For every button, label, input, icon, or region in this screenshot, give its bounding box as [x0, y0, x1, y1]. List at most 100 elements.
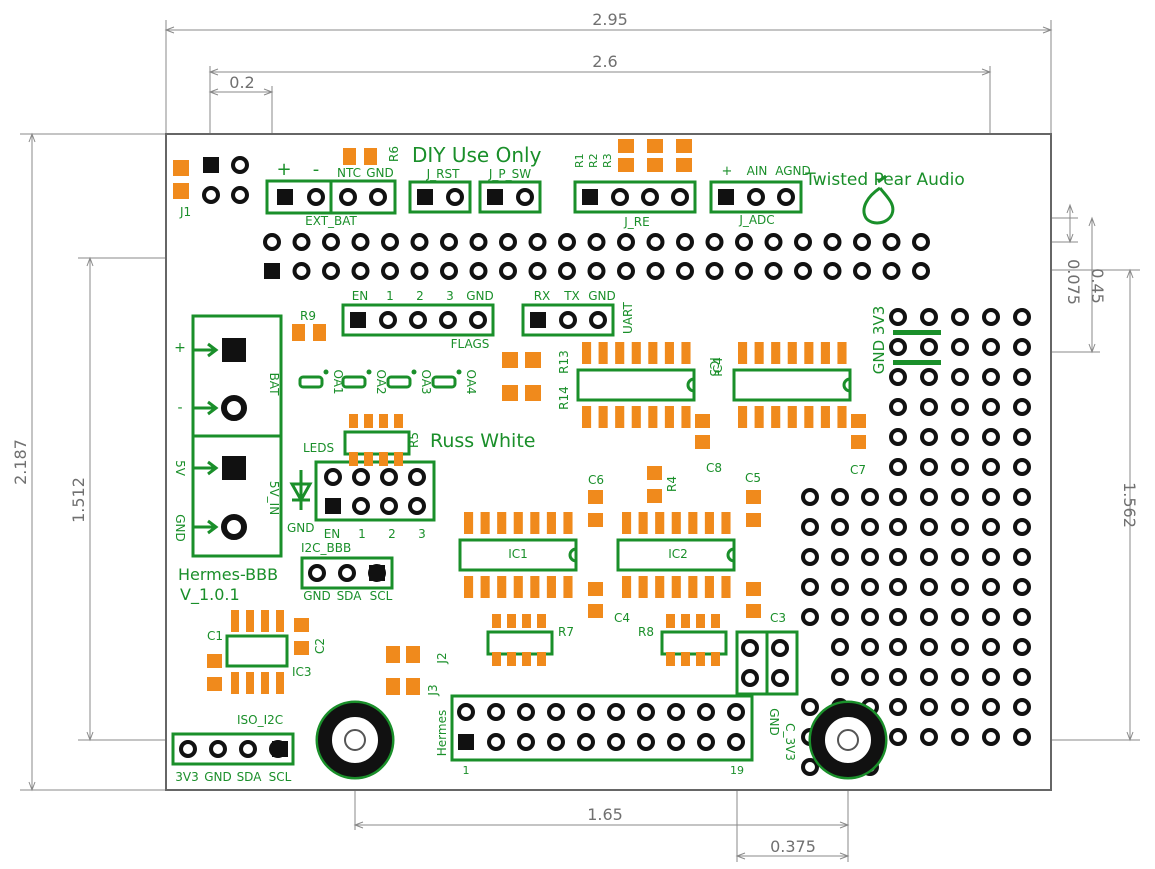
round-pad: [982, 728, 1000, 746]
round-pad: [889, 368, 907, 386]
square-pad: [458, 734, 474, 750]
ic-pin: [622, 512, 632, 534]
dimension-arrow: [839, 821, 850, 829]
round-pad: [667, 703, 685, 721]
round-pad: [982, 488, 1000, 506]
round-pad: [528, 262, 547, 280]
r-pad: [647, 139, 663, 153]
round-pad: [1013, 428, 1031, 446]
ic-pin: [771, 406, 781, 428]
ic-pin: [464, 576, 474, 598]
round-pad: [667, 733, 685, 751]
ic-pin: [820, 406, 830, 428]
leds-pin-label: 2: [388, 527, 396, 541]
round-pad: [951, 308, 969, 326]
opamp-outline: [386, 375, 412, 389]
dimension-arrow: [208, 88, 219, 96]
dimension-arrow: [1066, 203, 1074, 214]
ic-pin: [622, 576, 632, 598]
adc-agnd: AGND: [775, 164, 811, 178]
c3-pad: [746, 582, 761, 596]
j2-j3-pad: [406, 646, 420, 663]
round-pad: [920, 428, 938, 446]
r5-network: [343, 430, 411, 456]
vin-5v: 5V: [173, 460, 187, 477]
ic-pin: [721, 512, 731, 534]
round-pad: [1013, 698, 1031, 716]
ic-pin: [513, 512, 523, 534]
round-pad: [469, 233, 488, 251]
round-pad: [920, 608, 938, 626]
board-heading: DIY Use Only: [412, 143, 542, 167]
round-pad: [727, 733, 745, 751]
r3-label: R3: [601, 153, 614, 168]
round-pad: [231, 156, 249, 174]
round-pad: [831, 548, 849, 566]
round-pad: [861, 668, 879, 686]
round-pad: [853, 262, 871, 280]
terminal-square-pad: [222, 338, 246, 362]
dim-top-offset: 0.45: [1088, 268, 1107, 304]
terminal-arrow-head: [207, 519, 219, 535]
ic-pin: [631, 342, 641, 364]
c8-pad: [695, 414, 710, 428]
round-pad: [777, 188, 795, 206]
gnd-3v3-label: GND 3V3: [870, 306, 888, 375]
round-pad: [801, 608, 819, 626]
c2-label: C2: [313, 638, 327, 654]
round-pad: [889, 548, 907, 566]
hermes-label: Hermes: [435, 710, 449, 756]
round-pad: [920, 368, 938, 386]
rn-pad: [696, 614, 705, 628]
dimension-arrow: [28, 132, 36, 143]
round-pad: [889, 698, 907, 716]
round-pad: [369, 188, 387, 206]
bat-label: BAT: [267, 373, 281, 397]
ic-pin: [738, 406, 748, 428]
ic3-pin: [261, 610, 269, 632]
terminal-arrow-head: [207, 342, 219, 358]
round-pad: [292, 233, 311, 251]
round-pad: [1013, 728, 1031, 746]
round-pad: [982, 608, 1000, 626]
rn-pad: [681, 652, 690, 666]
ic-pin: [738, 342, 748, 364]
round-pad: [516, 188, 534, 206]
c2-pad: [294, 618, 309, 632]
round-pad: [587, 262, 606, 280]
ic-pin: [655, 512, 665, 534]
ic-pin: [787, 342, 797, 364]
dim-overall-width: 2.95: [592, 10, 628, 29]
square-pad: [582, 189, 598, 205]
round-pad: [801, 578, 819, 596]
flags-pin-label: EN: [352, 289, 369, 303]
round-pad: [671, 188, 689, 206]
r6-label: R6: [387, 146, 401, 162]
dim-hole-spacing: 2.6: [592, 52, 617, 71]
j-adc-label: J_ADC: [738, 213, 774, 227]
round-pad: [861, 608, 879, 626]
round-pad: [646, 262, 665, 280]
ic3-pin: [246, 672, 254, 694]
iso-i2c-header: [171, 732, 295, 766]
ic-pin: [638, 512, 648, 534]
j2-label: J2: [435, 652, 449, 664]
iso-i2c-label: ISO_I2C: [237, 713, 283, 727]
opamp-dot: [456, 369, 462, 375]
dimension-arrow: [353, 821, 364, 829]
j-adc-header: [709, 180, 803, 214]
r13-r14-pad: [525, 352, 541, 368]
c-gnd-label: GND: [767, 708, 781, 736]
round-pad: [379, 311, 397, 329]
round-pad: [338, 564, 356, 582]
round-pad: [951, 728, 969, 746]
round-pad: [735, 262, 753, 280]
ntc-label: NTC: [337, 166, 361, 180]
c3-pad: [746, 604, 761, 618]
ic3-pin: [246, 610, 254, 632]
round-pad: [982, 458, 1000, 476]
dim-left-offset: 0.2: [229, 73, 254, 92]
round-pad: [607, 703, 625, 721]
round-pad: [951, 698, 969, 716]
round-pad: [697, 703, 715, 721]
